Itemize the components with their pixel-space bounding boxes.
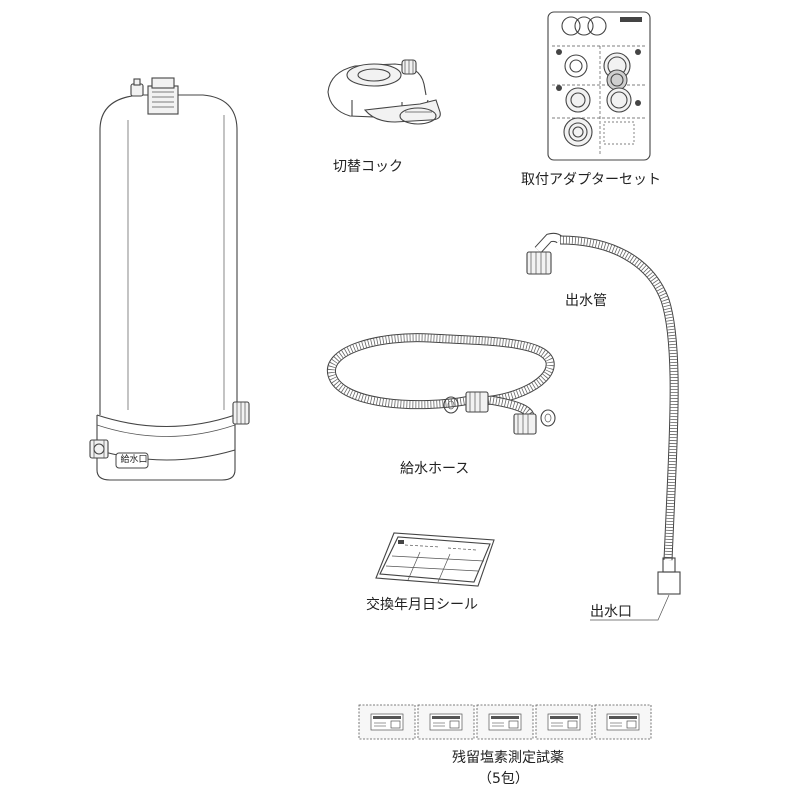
adapter-set-card-icon [547,11,651,161]
label-date-sticker: 交換年月日シール [366,597,478,613]
label-adapter-set: 取付アダプターセット [521,172,661,188]
reagent-packet-icon [594,704,652,740]
water-filter-body-icon [89,77,250,481]
label-inlet-port: 給水口 [120,455,148,465]
inlet-fitting-icon [89,439,109,459]
supply-hose-icon [327,333,556,435]
switch-cock-icon [327,59,441,125]
reagent-packet-icon [358,704,416,740]
label-outlet-port: 出水口 [590,604,632,620]
label-chlorine-reagent: 残留塩素測定試薬 [452,750,564,766]
label-supply-hose: 給水ホース [400,461,470,477]
reagent-packet-icon [417,704,475,740]
reagent-packets-icon [358,704,652,740]
label-outlet-pipe: 出水管 [565,293,607,309]
reagent-packet-icon [535,704,593,740]
outlet-pipe-icon [526,232,681,621]
label-switch-cock: 切替コック [333,159,403,175]
side-fitting-icon [232,401,250,425]
reagent-packet-icon [476,704,534,740]
label-reagent-count: （5包） [478,771,529,787]
inlet-label-badge [115,452,149,469]
top-fitting-icon [130,77,179,115]
date-sticker-icon [375,532,495,587]
